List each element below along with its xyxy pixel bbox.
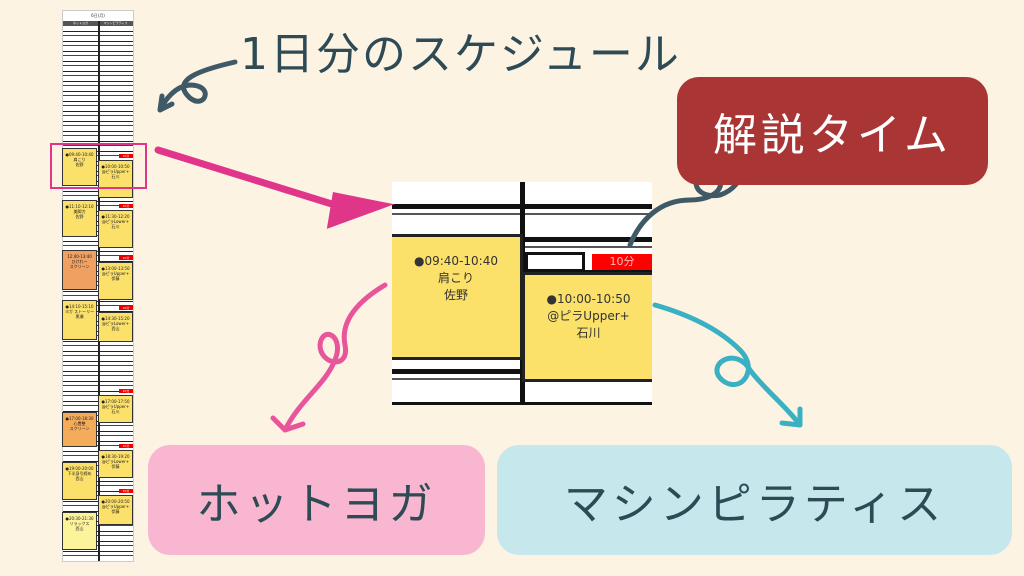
col-header-hot-yoga: ホットヨガ xyxy=(63,21,98,26)
mini-block: ●10:00-10:50@ピラUpper+石川 xyxy=(98,160,133,198)
schedule-date: 6日(月) xyxy=(91,13,105,18)
label-commentary-time: 解説タイム xyxy=(677,77,988,185)
mini-tag: 10分 xyxy=(119,256,133,260)
highlight-box xyxy=(50,143,147,189)
pink-arrow-to-hot-yoga xyxy=(270,282,388,433)
teal-arrow-to-pilates xyxy=(652,302,803,428)
zoomed-tag: 10分 xyxy=(592,254,652,270)
pink-arrow-to-zoom xyxy=(154,146,339,209)
mini-tag: 10分 xyxy=(119,306,133,310)
mini-tag: 10分 xyxy=(119,489,133,493)
slate-arrow-to-schedule xyxy=(157,59,238,113)
page-title: 1日分のスケジュール xyxy=(240,29,681,80)
label-machine-pilates: マシンピラティス xyxy=(497,445,1012,555)
mini-block: ●13:00-13:50@ピラUpper+伊藤 xyxy=(98,262,133,300)
mini-tag: 10分 xyxy=(119,154,133,158)
mini-block: ●20:00-20:50@ピラUpper+伊藤 xyxy=(98,495,133,525)
mini-block: ●17:00-17:50@ピラUpper+石川 xyxy=(98,395,133,423)
mini-block: ●14:30-15:20@ピラLower+西山 xyxy=(98,312,133,342)
zoomed-block-pilates: ●10:00-10:50@ピラUpper+石川 xyxy=(522,272,652,382)
label-hot-yoga: ホットヨガ xyxy=(148,445,485,555)
mini-tag: 10分 xyxy=(119,204,133,208)
mini-block: ●18:30-19:20@ピラLower+伊藤 xyxy=(98,450,133,478)
mini-tag: 10分 xyxy=(119,444,133,448)
col-header-pilates: マシンピラティス xyxy=(98,21,133,26)
mini-tag: 10分 xyxy=(119,389,133,393)
mini-block: ●11:30-12:20@ピラLower+石川 xyxy=(98,210,133,248)
